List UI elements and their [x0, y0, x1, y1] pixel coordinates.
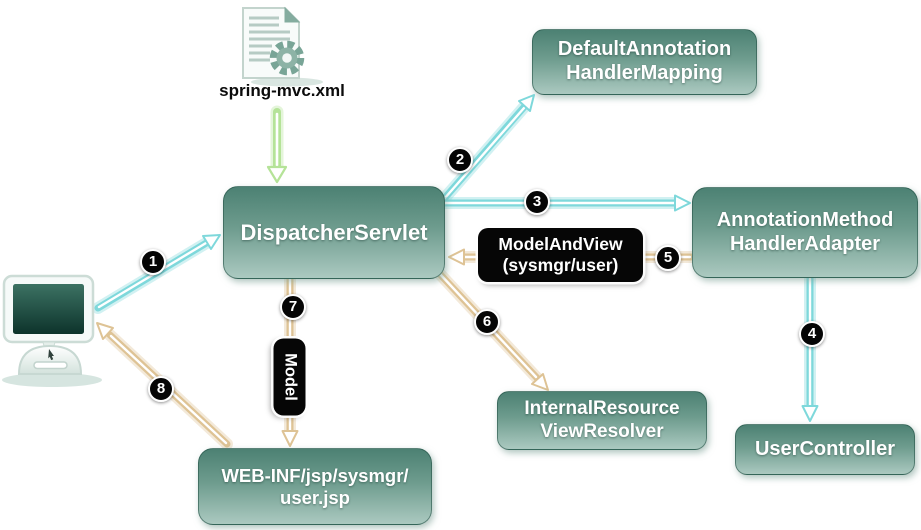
- computer-base: [17, 344, 83, 375]
- model-label-text: Model: [280, 352, 299, 401]
- step-badge-3: 3: [524, 189, 550, 215]
- step-badge-2: 2: [447, 147, 473, 173]
- arrow-step-3: [438, 194, 691, 212]
- node-internal-resource-view-resolver-label: InternalResource ViewResolver: [524, 398, 680, 442]
- step-badge-8: 8: [148, 376, 174, 402]
- node-user-controller-label: UserController: [754, 437, 896, 460]
- gear-icon: [269, 40, 305, 76]
- node-user-controller: UserController: [735, 424, 915, 475]
- step-badge-4: 4: [799, 321, 825, 347]
- client-computer-icon: [2, 274, 102, 387]
- arrow-step-4: [801, 272, 819, 422]
- arrow-step-2: [430, 94, 535, 214]
- config-load-arrow: [266, 105, 288, 184]
- cursor-icon: [48, 349, 54, 361]
- config-file-icon: [242, 6, 323, 87]
- node-dispatcher-servlet-label: DispatcherServlet: [240, 219, 428, 245]
- node-default-annotation-handler-mapping: DefaultAnnotation HandlerMapping: [532, 29, 757, 95]
- model-label: Model: [273, 338, 305, 415]
- model-and-view-label: ModelAndView (sysmgr/user): [478, 228, 643, 282]
- step-badge-6: 6: [474, 309, 500, 335]
- node-jsp-view-label: WEB-INF/jsp/sysmgr/ user.jsp: [221, 464, 409, 508]
- arrow-step-1: [92, 234, 221, 314]
- config-file-shadow: [251, 77, 323, 87]
- computer-shadow: [2, 373, 102, 387]
- node-annotation-method-handler-adapter-label: AnnotationMethod HandlerAdapter: [716, 208, 894, 255]
- node-default-annotation-handler-mapping-label: DefaultAnnotation HandlerMapping: [557, 38, 732, 84]
- step-badge-1: 1: [140, 249, 166, 275]
- config-file-label: spring-mvc.xml: [219, 81, 345, 100]
- node-internal-resource-view-resolver: InternalResource ViewResolver: [497, 391, 707, 450]
- base-slot: [33, 361, 68, 370]
- step-badge-5: 5: [655, 245, 681, 271]
- step-badge-7: 7: [280, 294, 306, 320]
- monitor-screen: [13, 284, 84, 334]
- node-jsp-view: WEB-INF/jsp/sysmgr/ user.jsp: [198, 448, 432, 525]
- node-dispatcher-servlet: DispatcherServlet: [223, 186, 445, 279]
- node-annotation-method-handler-adapter: AnnotationMethod HandlerAdapter: [692, 187, 918, 278]
- model-and-view-label-text: ModelAndView (sysmgr/user): [498, 234, 623, 275]
